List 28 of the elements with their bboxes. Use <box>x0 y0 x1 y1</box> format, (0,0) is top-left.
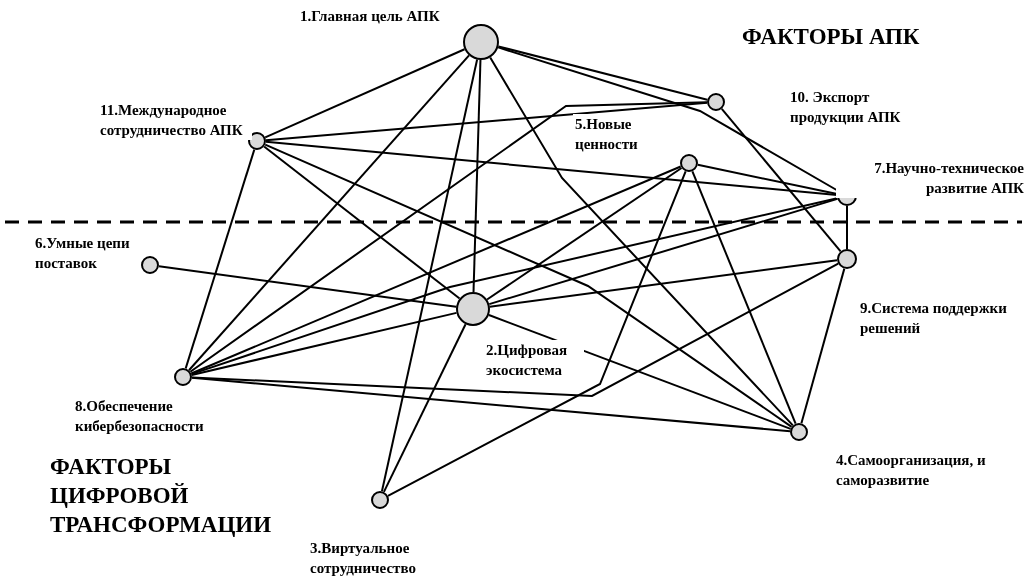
connector-line <box>263 145 461 300</box>
connector-line <box>189 101 708 373</box>
connector-line <box>489 56 794 427</box>
connector-line <box>184 148 256 370</box>
section-heading: ФАКТОРЫ ЦИФРОВОЙ ТРАНСФОРМАЦИИ <box>50 453 273 539</box>
section-heading: ФАКТОРЫ АПК <box>742 23 921 51</box>
connector-line <box>264 101 709 142</box>
connector-line <box>188 54 471 372</box>
connector-line <box>382 323 467 493</box>
connector-line <box>157 265 458 308</box>
connector-line <box>191 262 840 397</box>
connector-line <box>800 267 846 425</box>
connector-line <box>472 59 482 293</box>
connector-line <box>190 311 458 376</box>
connector-line <box>487 314 792 430</box>
connector-line <box>846 205 848 250</box>
connector-line <box>264 48 466 139</box>
connector-line <box>720 107 842 253</box>
connector-line <box>380 58 479 493</box>
connector-line <box>264 143 793 428</box>
connector-line <box>386 170 687 497</box>
connector-line <box>488 197 839 306</box>
connector-line <box>488 259 839 308</box>
connector-line <box>691 170 797 425</box>
connector-line <box>190 376 792 433</box>
connector-line <box>497 45 709 101</box>
connector-line <box>486 167 683 301</box>
connector-line <box>190 165 682 375</box>
